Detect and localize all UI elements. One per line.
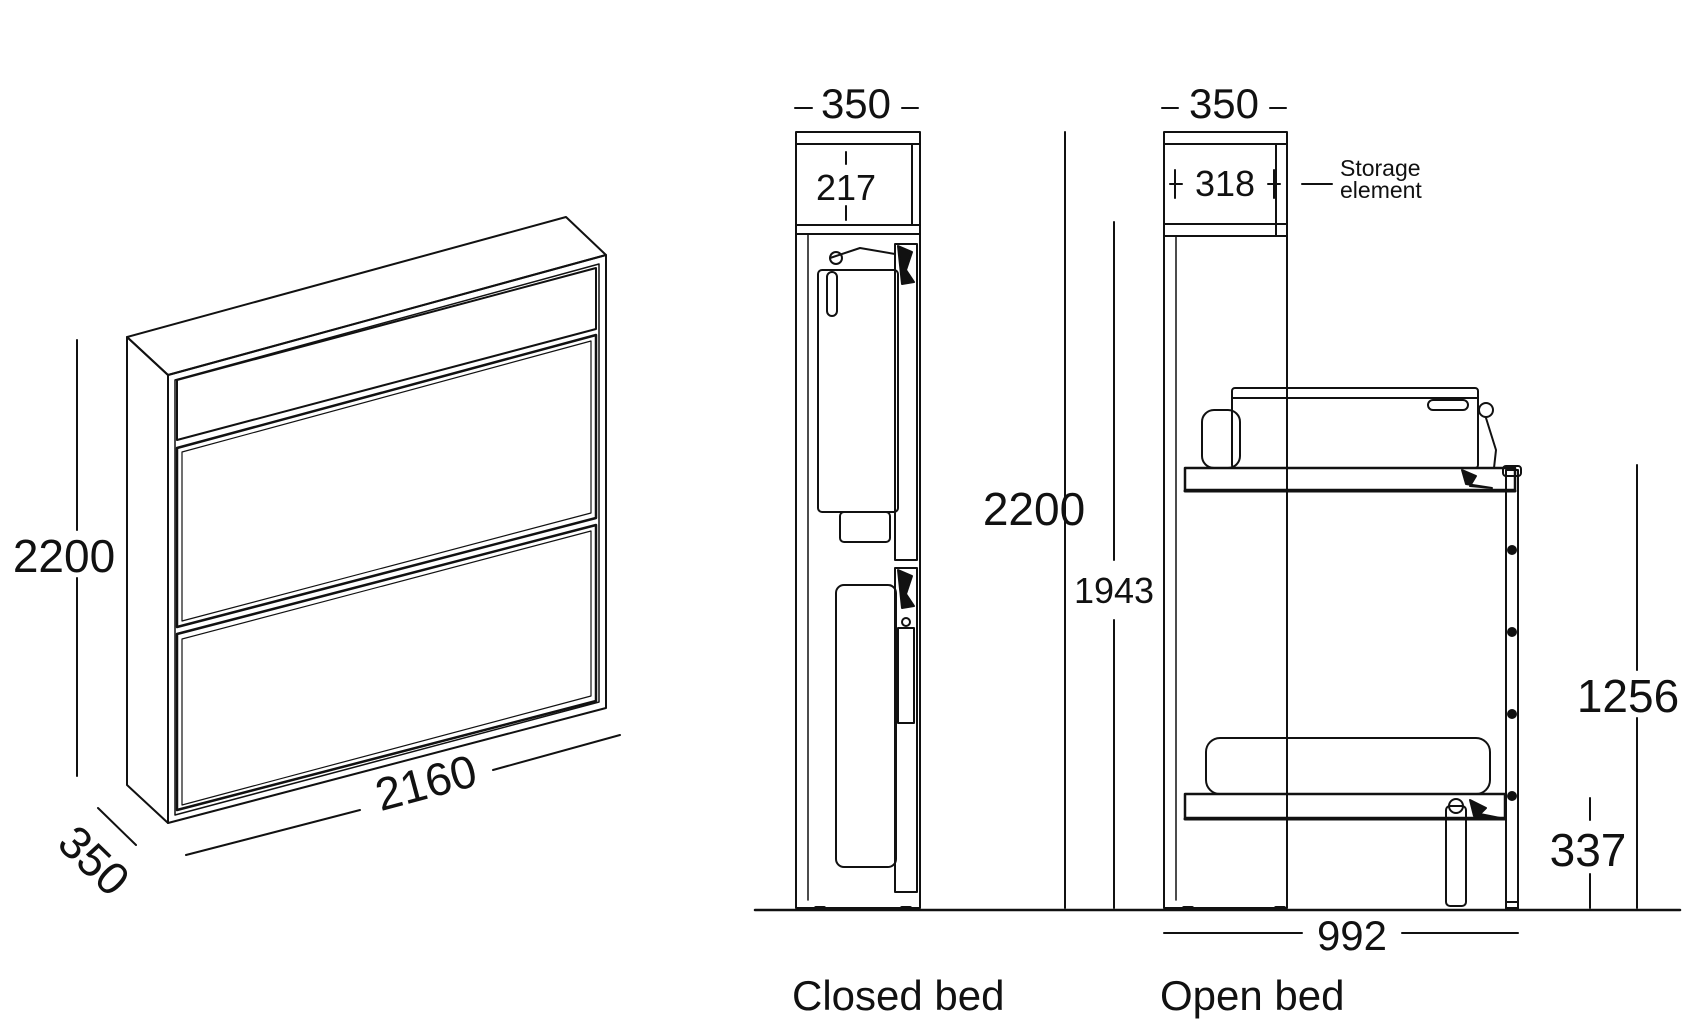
closed-top-width-label: 350 xyxy=(821,80,891,127)
closed-storage-height-label: 217 xyxy=(816,167,876,208)
closed-lower-bed-frame xyxy=(894,567,918,893)
storage-note-line1: Storage xyxy=(1340,155,1421,181)
iso-depth-label: 350 xyxy=(48,815,139,906)
lower-bed-height-label: 337 xyxy=(1550,824,1627,876)
closed-bed-caption: Closed bed xyxy=(792,972,1004,1019)
cabinet-front-face xyxy=(167,254,607,824)
closed-upper-bed-frame xyxy=(894,243,918,561)
closed-bed-view: 350 217 Closed bed xyxy=(792,80,1004,1019)
cabinet-side-face xyxy=(126,336,169,824)
ladder-rung-1 xyxy=(1507,545,1517,555)
open-storage-height-label: 318 xyxy=(1195,163,1255,204)
inner-height-label: 1943 xyxy=(1074,570,1154,611)
cabinet-front-inner xyxy=(174,263,600,816)
lower-bed-headboard xyxy=(1205,737,1491,795)
lower-bed-hinge-bracket xyxy=(1469,799,1501,819)
closed-lower-leg xyxy=(897,627,915,724)
closed-upper-hinge-bracket xyxy=(897,245,915,285)
open-bed-height-dims: 2200 1943 xyxy=(983,131,1154,909)
upper-bed-hinge-bracket xyxy=(1461,469,1493,489)
closed-lower-mattress xyxy=(835,584,897,868)
open-depth-label: 992 xyxy=(1317,912,1387,959)
storage-note-line2: element xyxy=(1340,177,1422,203)
total-height-label: 2200 xyxy=(983,483,1085,535)
upper-bed-panel-inner xyxy=(181,340,592,622)
upper-bed-handle xyxy=(1427,399,1469,411)
closed-lower-hinge-bracket xyxy=(897,569,915,609)
upper-bed-panel xyxy=(175,333,598,629)
isometric-wall-bed: 2200 2160 350 xyxy=(13,216,621,906)
open-cabinet-outline xyxy=(1163,131,1288,909)
lower-bed-panel xyxy=(175,523,598,812)
open-bed-caption: Open bed xyxy=(1160,972,1345,1019)
storage-element-front xyxy=(176,267,597,441)
closed-lower-leg-pivot xyxy=(901,617,911,627)
closed-cabinet-outline xyxy=(795,131,921,909)
ladder-foot xyxy=(1505,901,1519,911)
lower-bed-leg xyxy=(1445,805,1467,907)
iso-height-label: 2200 xyxy=(13,530,115,582)
upper-bed-hinge-pivot xyxy=(1478,402,1494,418)
ladder-post xyxy=(1505,469,1519,909)
closed-upper-hinge-pivot xyxy=(829,251,843,265)
lower-bed-leg-pivot xyxy=(1448,798,1464,814)
closed-upper-mattress xyxy=(817,269,899,513)
ladder-height-label: 1256 xyxy=(1577,670,1679,722)
open-bed-view: 350 318 Storage element xyxy=(1160,80,1679,1019)
closed-upper-mattress-foot xyxy=(839,511,891,543)
open-top-width-label: 350 xyxy=(1189,80,1259,127)
iso-width-dim-right xyxy=(492,734,621,771)
lower-bed-panel-inner xyxy=(181,530,592,806)
ladder-top-cap xyxy=(1502,465,1522,477)
ladder-rung-2 xyxy=(1507,627,1517,637)
iso-width-dim-left xyxy=(185,809,361,856)
ladder-rung-4 xyxy=(1507,791,1517,801)
closed-upper-handle xyxy=(826,271,838,317)
iso-depth-dim-line xyxy=(97,807,137,846)
upper-bed-hinge-arm xyxy=(1485,417,1497,469)
ladder-rung-3 xyxy=(1507,709,1517,719)
upper-bed-headboard xyxy=(1201,409,1241,469)
